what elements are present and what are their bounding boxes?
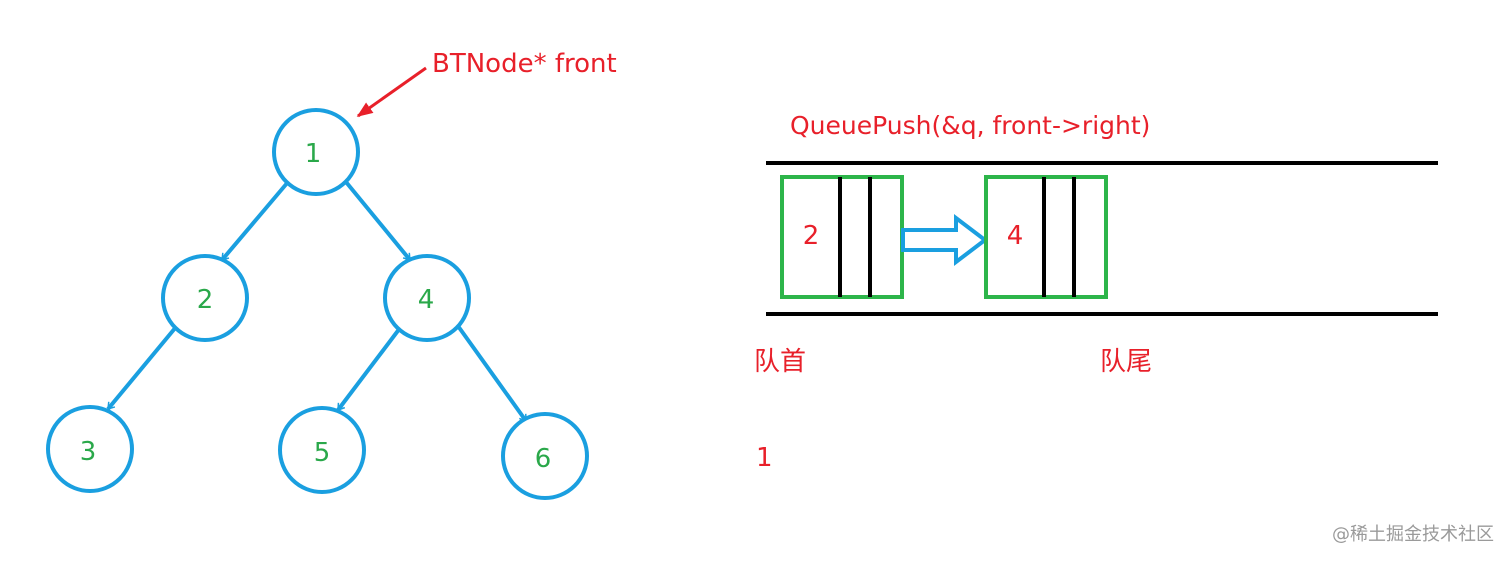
- tree-node-label: 1: [305, 139, 322, 169]
- tree-node-6: 6: [501, 412, 589, 500]
- tree-node-label: 6: [535, 444, 552, 474]
- front-pointer: BTNode* front: [356, 49, 617, 118]
- queue-item: 4: [984, 175, 1108, 299]
- output-sequence: 1: [756, 443, 773, 473]
- queue-tail-label: 队尾: [1100, 347, 1152, 377]
- tree-node-4: 4: [383, 254, 471, 342]
- tree-node-label: 5: [314, 438, 331, 468]
- tree-node-2: 2: [161, 254, 249, 342]
- tree-node-label: 2: [197, 285, 214, 315]
- queue-operation-label: QueuePush(&q, front->right): [790, 111, 1150, 140]
- queue-link-arrow: [901, 213, 989, 267]
- front-pointer-label: BTNode* front: [432, 49, 617, 79]
- edge-4-6: [456, 324, 528, 423]
- edge-4-5: [336, 326, 402, 412]
- edge-1-2: [220, 180, 290, 262]
- queue-item-value: 2: [803, 221, 820, 251]
- tree-edges: [106, 180, 528, 423]
- queue-item-value: 4: [1007, 221, 1024, 251]
- tree-node-label: 4: [418, 285, 435, 315]
- tree-node-1: 1: [272, 108, 360, 196]
- tree-node-5: 5: [278, 406, 366, 494]
- queue-item: 2: [780, 175, 904, 299]
- binary-tree: 1 2 4 3 5 6 BTNode* front: [46, 49, 617, 500]
- tree-node-3: 3: [46, 405, 134, 493]
- tree-node-label: 3: [80, 437, 97, 467]
- queue-diagram: QueuePush(&q, front->right) 2 4 队首 队尾 1: [754, 111, 1438, 473]
- edge-2-3: [106, 325, 178, 411]
- edge-1-4: [344, 180, 412, 262]
- queue-head-label: 队首: [754, 347, 806, 377]
- front-pointer-arrow: [356, 66, 427, 118]
- watermark: @稀土掘金技术社区: [1332, 524, 1494, 545]
